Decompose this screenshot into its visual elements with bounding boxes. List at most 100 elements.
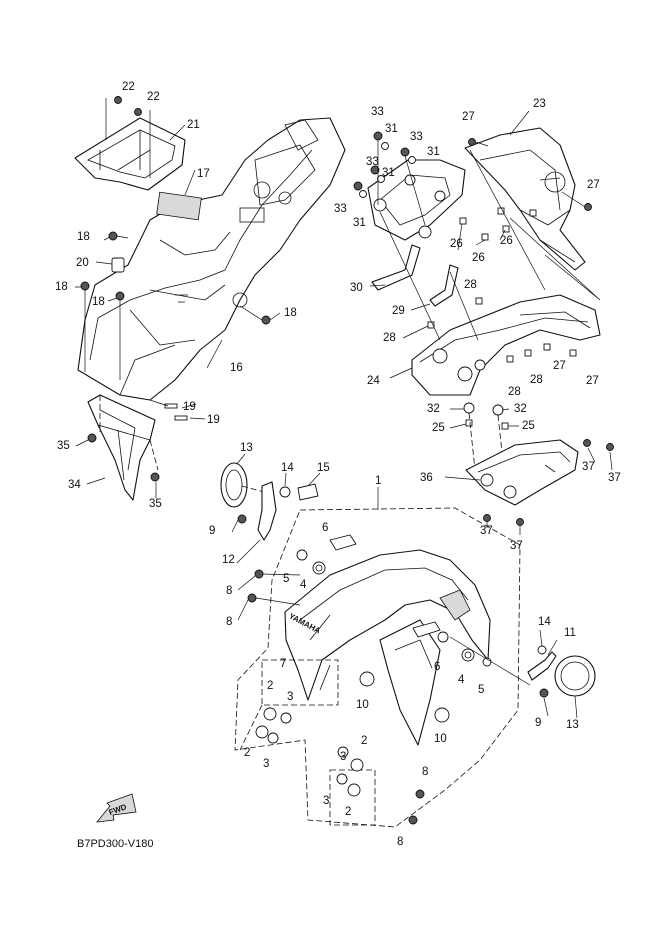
callout-26: 26 (500, 235, 513, 247)
callout-18: 18 (92, 296, 105, 308)
rear-inner-fender-group (77, 117, 346, 401)
screws-37 (483, 439, 614, 526)
callout-28: 28 (383, 332, 396, 344)
callout-20: 20 (76, 257, 89, 269)
callout-6: 6 (434, 661, 440, 673)
callout-9: 9 (209, 525, 215, 537)
callout-8: 8 (226, 616, 232, 628)
callout-37: 37 (480, 525, 493, 537)
callout-31: 31 (353, 217, 366, 229)
callout-33: 33 (410, 131, 423, 143)
damper-10-left (359, 671, 375, 687)
grommet-4-left (312, 561, 326, 575)
callout-6: 6 (322, 522, 328, 534)
fender-emblem-6 (329, 534, 441, 638)
callout-2: 2 (361, 735, 367, 747)
callout-32: 32 (514, 403, 527, 415)
nut-14-right (537, 645, 547, 655)
bolt-8-b (247, 593, 257, 603)
callout-10: 10 (356, 699, 369, 711)
callout-26: 26 (472, 252, 485, 264)
callout-24: 24 (367, 375, 380, 387)
callout-17: 17 (197, 168, 210, 180)
mud-flap-34 (87, 394, 156, 501)
front-fender-assembly-frame (234, 507, 521, 828)
callout-31: 31 (382, 167, 395, 179)
callout-4: 4 (458, 674, 465, 686)
callout-15: 15 (317, 462, 330, 474)
callout-30: 30 (350, 282, 363, 294)
callout-1: 1 (375, 475, 381, 487)
screw-35-a (87, 433, 97, 443)
screw-9-right (539, 688, 549, 698)
bolt-8-a (254, 569, 264, 579)
front-fender-7 (284, 549, 491, 746)
callout-28: 28 (464, 279, 477, 291)
screw-22-a (114, 96, 122, 104)
diagram-code: B7PD300-V180 (77, 838, 153, 850)
clamp-15 (297, 483, 319, 501)
washer-set-left (239, 659, 339, 751)
callout-2: 2 (345, 806, 351, 818)
callout-2: 2 (244, 747, 250, 759)
callout-33: 33 (371, 106, 384, 118)
seat-bracket-group (367, 159, 466, 241)
seat-lock-cable-30 (371, 244, 421, 291)
callout-8: 8 (226, 585, 232, 597)
callout-3: 3 (323, 795, 329, 807)
callout-37: 37 (608, 472, 621, 484)
callout-33: 33 (366, 156, 379, 168)
callout-22: 22 (122, 81, 135, 93)
callout-19: 19 (207, 414, 220, 426)
callout-25: 25 (432, 422, 445, 434)
callout-13: 13 (240, 442, 253, 454)
bracket-20 (111, 257, 125, 273)
callout-13: 13 (566, 719, 579, 731)
callout-10: 10 (434, 733, 447, 745)
screw-22-b (134, 108, 142, 116)
callout-35: 35 (149, 498, 162, 510)
callout-27: 27 (553, 360, 566, 372)
callout-5: 5 (283, 573, 289, 585)
callout-3: 3 (287, 691, 293, 703)
callout-33: 33 (334, 203, 347, 215)
callout-37: 37 (582, 461, 595, 473)
callout-12: 12 (222, 554, 235, 566)
washer-set-right (329, 746, 376, 826)
screws-19 (149, 399, 188, 421)
callout-3: 3 (340, 751, 346, 763)
callout-16: 16 (230, 362, 243, 374)
callout-26: 26 (450, 238, 463, 250)
callout-21: 21 (187, 119, 200, 131)
callout-31: 31 (427, 146, 440, 158)
callout-labels: 1 2 2 2 2 3 3 3 3 4 4 5 5 6 6 7 8 8 8 8 … (55, 81, 621, 848)
damper-10-right (434, 707, 450, 723)
callout-14: 14 (281, 462, 294, 474)
callout-14: 14 (538, 616, 551, 628)
callout-28: 28 (508, 386, 521, 398)
rear-inner-fender (77, 117, 346, 401)
callout-27: 27 (587, 179, 600, 191)
callout-32: 32 (427, 403, 440, 415)
bolts-26 (459, 207, 537, 241)
callout-31: 31 (385, 123, 398, 135)
screw-35-b (150, 472, 160, 482)
reflector-13-right (554, 655, 596, 697)
callout-22: 22 (147, 91, 160, 103)
callout-18: 18 (284, 307, 297, 319)
bolt-18-a (108, 231, 129, 241)
callout-5: 5 (478, 684, 484, 696)
screw-9-left (237, 514, 247, 524)
callout-23: 23 (533, 98, 546, 110)
callout-8: 8 (422, 766, 428, 778)
battery-tray (74, 117, 186, 191)
callout-18: 18 (77, 231, 90, 243)
cushion-pad-17 (156, 191, 202, 221)
callout-25: 25 (522, 420, 535, 432)
bolt-18-b (80, 281, 90, 291)
callout-2: 2 (267, 680, 273, 692)
reflector-13-left (220, 462, 276, 508)
callout-36: 36 (420, 472, 433, 484)
bracket-11 (527, 651, 557, 681)
